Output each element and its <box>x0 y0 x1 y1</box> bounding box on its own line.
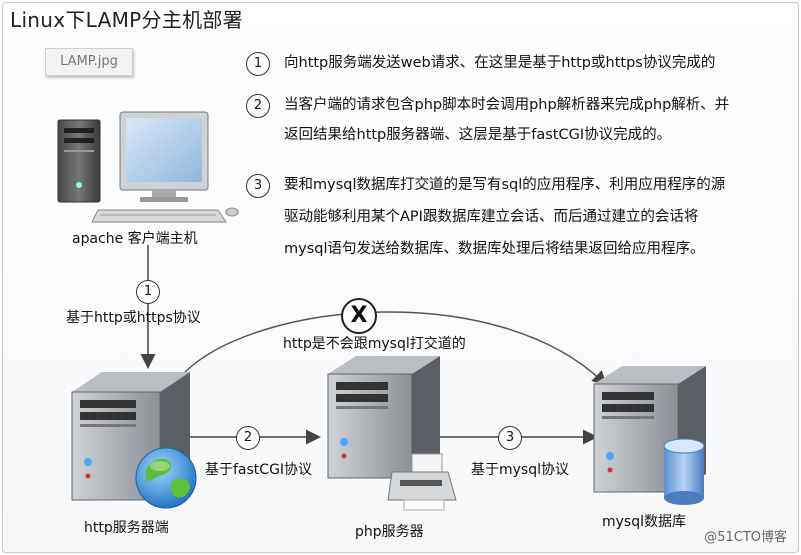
php-server-icon <box>327 356 440 479</box>
arrow-2-number: 2 <box>236 426 260 450</box>
arrow-http-to-mysql-blocked <box>184 311 608 387</box>
step-2-line-2: 返回结果给http服务器端、这层是基于fastCGI协议完成的。 <box>284 127 672 143</box>
arrow-3-number: 3 <box>498 426 522 450</box>
php-server-label: php服务器 <box>355 524 424 540</box>
step-3-line-3: mysql语句发送给数据库、数据库处理后将结果返回给应用程序。 <box>284 241 705 257</box>
arrow-2-label: 基于fastCGI协议 <box>205 462 313 478</box>
arrow-1-label: 基于http或https协议 <box>66 310 201 326</box>
step-3-number: 3 <box>246 174 270 198</box>
printer-icon <box>387 453 457 511</box>
step-1-line-1: 向http服务端发送web请求、在这里是基于http或https协议完成的 <box>284 55 716 71</box>
arrow-3-label: 基于mysql协议 <box>471 462 569 478</box>
client-pc-icon <box>57 111 239 223</box>
database-icon <box>663 438 705 505</box>
client-label: apache 客户端主机 <box>72 231 198 247</box>
step-1-number: 1 <box>246 52 270 76</box>
blocked-label: http是不会跟mysql打交道的 <box>283 336 466 352</box>
watermark: @51CTO博客 <box>704 530 787 545</box>
mysql-server-label: mysql数据库 <box>602 514 686 530</box>
arrow-1-number: 1 <box>136 280 160 304</box>
image-tag: LAMP.jpg <box>45 48 133 76</box>
globe-icon <box>135 447 197 509</box>
blocked-x-mark: X <box>341 298 377 334</box>
step-3-line-2: 驱动能够利用某个API跟数据库建立会话、而后通过建立的会话将 <box>284 209 699 225</box>
diagram-title: Linux下LAMP分主机部署 <box>10 8 243 32</box>
step-2-line-1: 当客户端的请求包含php脚本时会调用php解析器来完成php解析、并 <box>284 97 730 113</box>
http-server-label: http服务器端 <box>84 520 169 536</box>
step-3-line-1: 要和mysql数据库打交道的是写有sql的应用程序、利用应用程序的源 <box>284 177 726 193</box>
step-2-number: 2 <box>246 94 270 118</box>
